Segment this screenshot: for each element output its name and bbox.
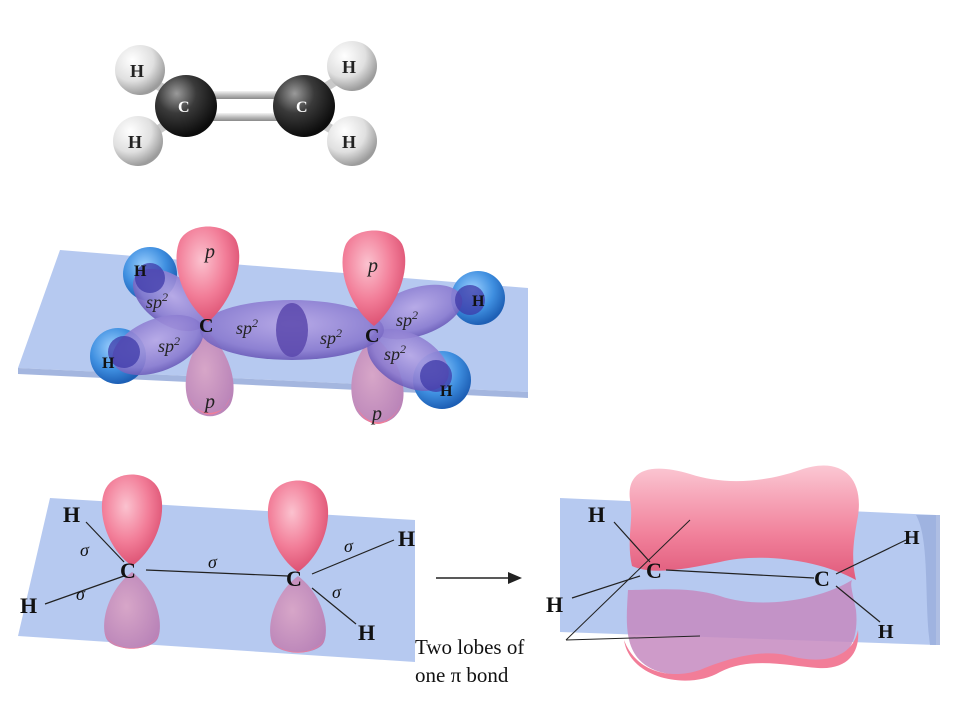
sp2-label: sp2 xyxy=(396,308,418,330)
carbon-label: C xyxy=(199,315,213,337)
atom-label: H xyxy=(342,57,356,77)
hydrogen-label: H xyxy=(358,620,375,645)
reaction-arrow xyxy=(436,572,522,584)
hydrogen-label: H xyxy=(588,502,605,527)
atom-label: C xyxy=(178,99,190,116)
c-c-sigma-bond xyxy=(145,569,289,577)
p-orbital-label: p xyxy=(203,391,215,413)
sigma-label: σ xyxy=(208,552,218,572)
svg-text:sp2: sp2 xyxy=(146,290,168,312)
p-orbital-upper-lobe xyxy=(101,474,163,566)
p-orbital-label: p xyxy=(366,255,378,277)
hydrogen-label: H xyxy=(904,527,920,549)
svg-text:sp2: sp2 xyxy=(236,316,258,338)
p-orbital-upper-lobe xyxy=(176,226,240,322)
atom-label: H xyxy=(128,132,142,152)
hydrogen-label: H xyxy=(546,592,563,617)
p-orbital-upper-lobe xyxy=(342,230,406,326)
sp2-label: sp2 xyxy=(384,342,406,364)
hydrogen-label: H xyxy=(20,593,37,618)
c-c-double-bond-lower xyxy=(200,113,298,121)
hydrogen-label: H xyxy=(878,621,894,643)
atom-label: H xyxy=(342,132,356,152)
svg-text:sp2: sp2 xyxy=(396,308,418,330)
c-h-sigma-bond xyxy=(835,539,907,575)
c-h-sigma-bond xyxy=(44,575,125,605)
sp2-label: sp2 xyxy=(146,290,168,312)
hydrogen-label: H xyxy=(134,263,147,280)
carbon-label: C xyxy=(286,566,302,591)
c-h-sigma-bond xyxy=(85,521,125,563)
sigma-label: σ xyxy=(344,536,354,556)
hydrogen-atom: H xyxy=(115,45,165,95)
pi-bond-caption-line2: one π bond xyxy=(415,663,509,687)
sp2-label: sp2 xyxy=(320,326,342,348)
sp2-orbital-diagram: p p p p H H H H C C sp2 sp2 sp2 sp2 sp2 … xyxy=(18,226,528,425)
pi-bond-upper-lobe xyxy=(629,465,859,580)
pi-bond-diagram: H H H H C C Two lobes of one π bond xyxy=(415,465,940,687)
pi-bond-caption-line1: Two lobes of xyxy=(415,635,524,659)
sigma-bond-framework-diagram: H H H H C C σ σ σ σ σ xyxy=(18,474,415,662)
c-c-sigma-bond xyxy=(665,569,815,579)
c-h-sigma-bond xyxy=(311,587,357,625)
c-h-sigma-bond xyxy=(613,521,651,563)
p-orbital-label: p xyxy=(370,403,382,425)
sigma-label: σ xyxy=(76,584,86,604)
hydrogen-label: H xyxy=(63,502,80,527)
p-orbital-lower-lobe xyxy=(270,576,326,653)
sigma-label: σ xyxy=(80,540,90,560)
carbon-atom: C xyxy=(155,75,217,137)
sigma-label: σ xyxy=(332,582,342,602)
hydrogen-label: H xyxy=(398,526,415,551)
pi-bond-lower-lobe xyxy=(626,580,857,675)
svg-text:sp2: sp2 xyxy=(158,334,180,356)
hydrogen-atom: H xyxy=(327,41,377,91)
p-orbital-lower-lobe xyxy=(185,332,234,417)
sp2-label: sp2 xyxy=(158,334,180,356)
sp2-label: sp2 xyxy=(236,316,258,338)
c-h-sigma-bond xyxy=(311,539,395,575)
p-orbital-label: p xyxy=(203,241,215,263)
atom-label: H xyxy=(130,61,144,81)
atom-label: C xyxy=(296,99,308,116)
carbon-label: C xyxy=(646,558,662,583)
hydrogen-label: H xyxy=(440,383,453,400)
carbon-label: C xyxy=(120,558,136,583)
hydrogen-label: H xyxy=(102,355,115,372)
p-orbital-upper-lobe xyxy=(267,480,329,572)
carbon-label: C xyxy=(365,325,379,347)
svg-text:sp2: sp2 xyxy=(320,326,342,348)
svg-text:sp2: sp2 xyxy=(384,342,406,364)
carbon-label: C xyxy=(814,566,830,591)
hydrogen-atom: H xyxy=(113,116,163,166)
hydrogen-label: H xyxy=(472,293,485,310)
ball-and-stick-model: H H H H C C xyxy=(113,41,377,166)
hydrogen-atom: H xyxy=(327,116,377,166)
carbon-atom: C xyxy=(273,75,335,137)
p-orbital-lower-lobe xyxy=(104,572,160,649)
caption-pointer xyxy=(565,635,701,641)
c-h-sigma-bond xyxy=(835,585,881,623)
c-c-double-bond-upper xyxy=(200,91,298,99)
caption-pointer xyxy=(565,519,691,641)
